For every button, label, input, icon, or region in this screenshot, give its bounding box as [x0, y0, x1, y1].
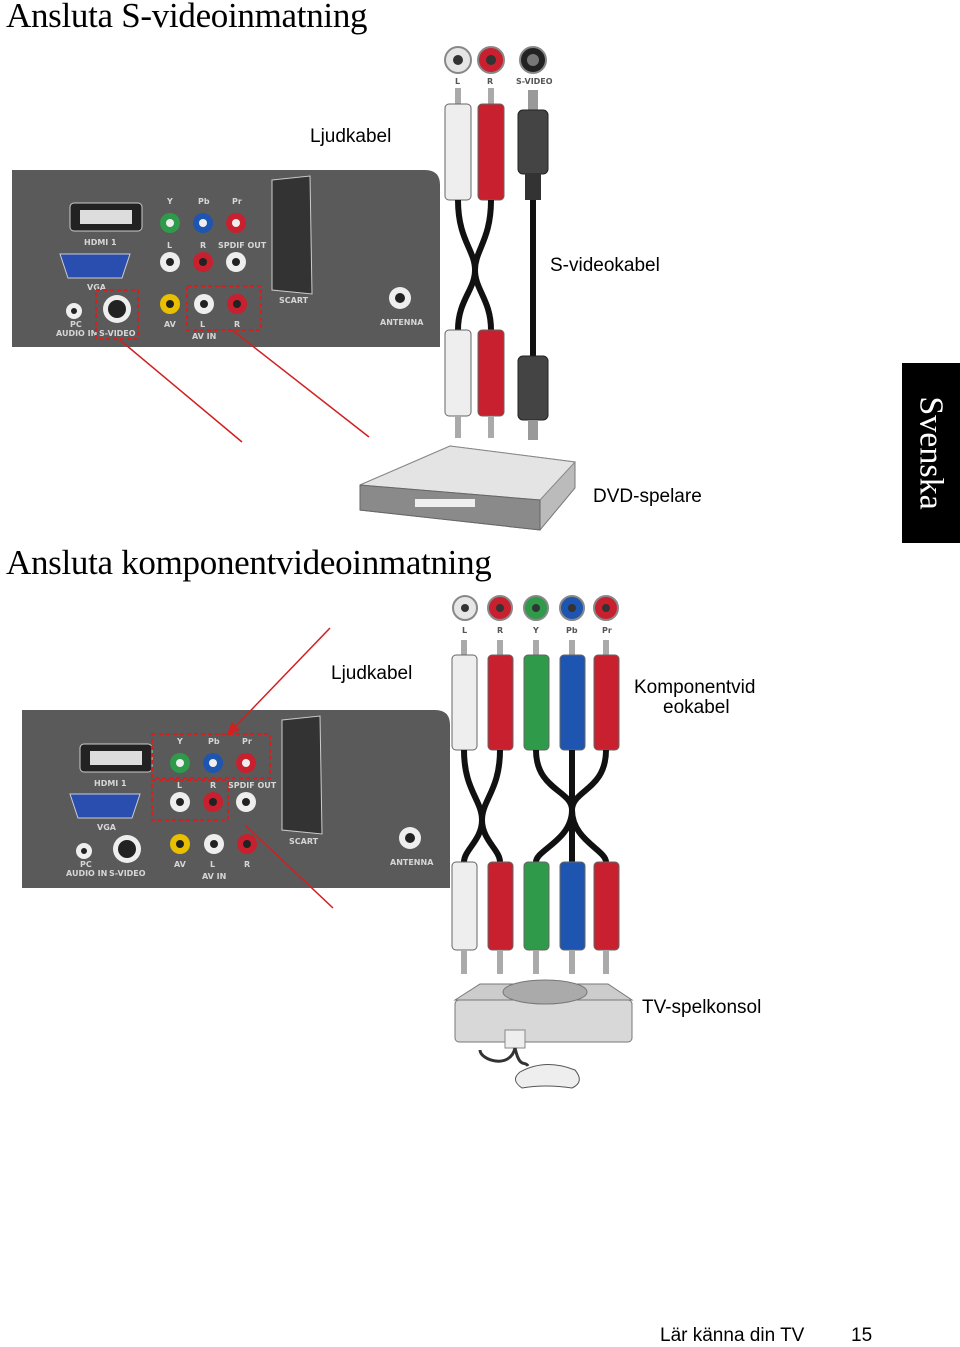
y-label-2: Y: [176, 737, 183, 746]
l-label-bottom-2: L: [210, 860, 215, 869]
component-cable-label-line2: eokabel: [663, 697, 730, 718]
footer-page-number: 15: [851, 1325, 873, 1346]
pr-label: Pr: [232, 197, 242, 206]
footer-chapter: Lär känna din TV: [660, 1325, 805, 1346]
audio-in-label-2: AUDIO IN: [66, 869, 107, 878]
l-label-top: L: [167, 241, 172, 250]
scart-label-2: SCART: [289, 837, 319, 846]
vga-label: VGA: [87, 283, 107, 292]
language-tab: Svenska: [902, 363, 960, 543]
pr-label-2: Pr: [242, 737, 252, 746]
section-heading-component: Ansluta komponentvideoinmatning: [6, 543, 492, 582]
pc-label: PC: [70, 320, 82, 329]
r-label-bottom: R: [234, 320, 240, 329]
connector2-label-y: Y: [532, 626, 539, 635]
pb-label: Pb: [198, 197, 210, 206]
connector2-label-l: L: [462, 626, 467, 635]
pb-label-2: Pb: [208, 737, 220, 746]
audio-cable-label: Ljudkabel: [310, 126, 392, 147]
cable-plugs-top: [444, 88, 549, 201]
r-label-bottom-2: R: [244, 860, 250, 869]
connector2-label-pr: Pr: [602, 626, 612, 635]
l-label-bottom: L: [200, 320, 205, 329]
source-connectors-2: L R Y Pb Pr: [452, 595, 619, 635]
r-label-top-2: R: [210, 781, 216, 790]
component-cable-label-line1: Komponentvid: [634, 677, 756, 698]
y-label: Y: [166, 197, 173, 206]
section-heading-svideo: Ansluta S-videoinmatning: [6, 0, 368, 35]
audio-in-label: AUDIO IN: [56, 329, 97, 338]
tv-back-panel: HDMI 1 VGA PC AUDIO IN S-VIDEO Y Pb Pr L…: [12, 170, 440, 347]
hdmi-label-2: HDMI 1: [94, 779, 127, 788]
antenna-label-2: ANTENNA: [390, 858, 434, 867]
svideo-connection-diagram: L R S-VIDEO HDMI 1: [12, 46, 577, 531]
scart-label: SCART: [279, 296, 309, 305]
connector-label-r: R: [487, 77, 493, 86]
av-label-2: AV: [174, 860, 187, 869]
language-tab-label: Svenska: [913, 396, 951, 510]
connector2-label-pb: Pb: [566, 626, 578, 635]
dvd-player-label: DVD-spelare: [593, 486, 702, 507]
r-label-top: R: [200, 241, 206, 250]
vga-label-2: VGA: [97, 823, 117, 832]
svideo-cable-label: S-videokabel: [550, 255, 660, 276]
l-label-top-2: L: [177, 781, 182, 790]
component-plugs-top: [451, 640, 620, 751]
antenna-label: ANTENNA: [380, 318, 424, 327]
av-label: AV: [164, 320, 177, 329]
game-console-illustration: [453, 979, 634, 1089]
connector2-label-r: R: [497, 626, 503, 635]
spdif-label: SPDIF OUT: [218, 241, 267, 250]
dvd-player-illustration: [359, 445, 577, 531]
tv-back-panel-2: HDMI 1 VGA PC AUDIO IN S-VIDEO Y Pb Pr L…: [22, 710, 450, 888]
audio-cable-label-2: Ljudkabel: [331, 663, 413, 684]
hdmi-label: HDMI 1: [84, 238, 117, 247]
svideo-port-label-2: S-VIDEO: [109, 869, 146, 878]
av-in-label: AV IN: [192, 332, 216, 341]
component-connection-diagram: L R Y Pb Pr HDMI 1 VGA: [22, 595, 634, 1089]
pc-label-2: PC: [80, 860, 92, 869]
spdif-label-2: SPDIF OUT: [228, 781, 277, 790]
connector-label-svideo: S-VIDEO: [516, 77, 553, 86]
cable-plugs-bottom: [444, 329, 549, 440]
source-connectors: L R S-VIDEO: [444, 46, 553, 86]
connector-label-l: L: [455, 77, 460, 86]
svideo-port-label: S-VIDEO: [99, 329, 136, 338]
game-console-label: TV-spelkonsol: [642, 997, 762, 1018]
av-in-label-2: AV IN: [202, 872, 226, 881]
component-plugs-bottom: [451, 861, 620, 974]
